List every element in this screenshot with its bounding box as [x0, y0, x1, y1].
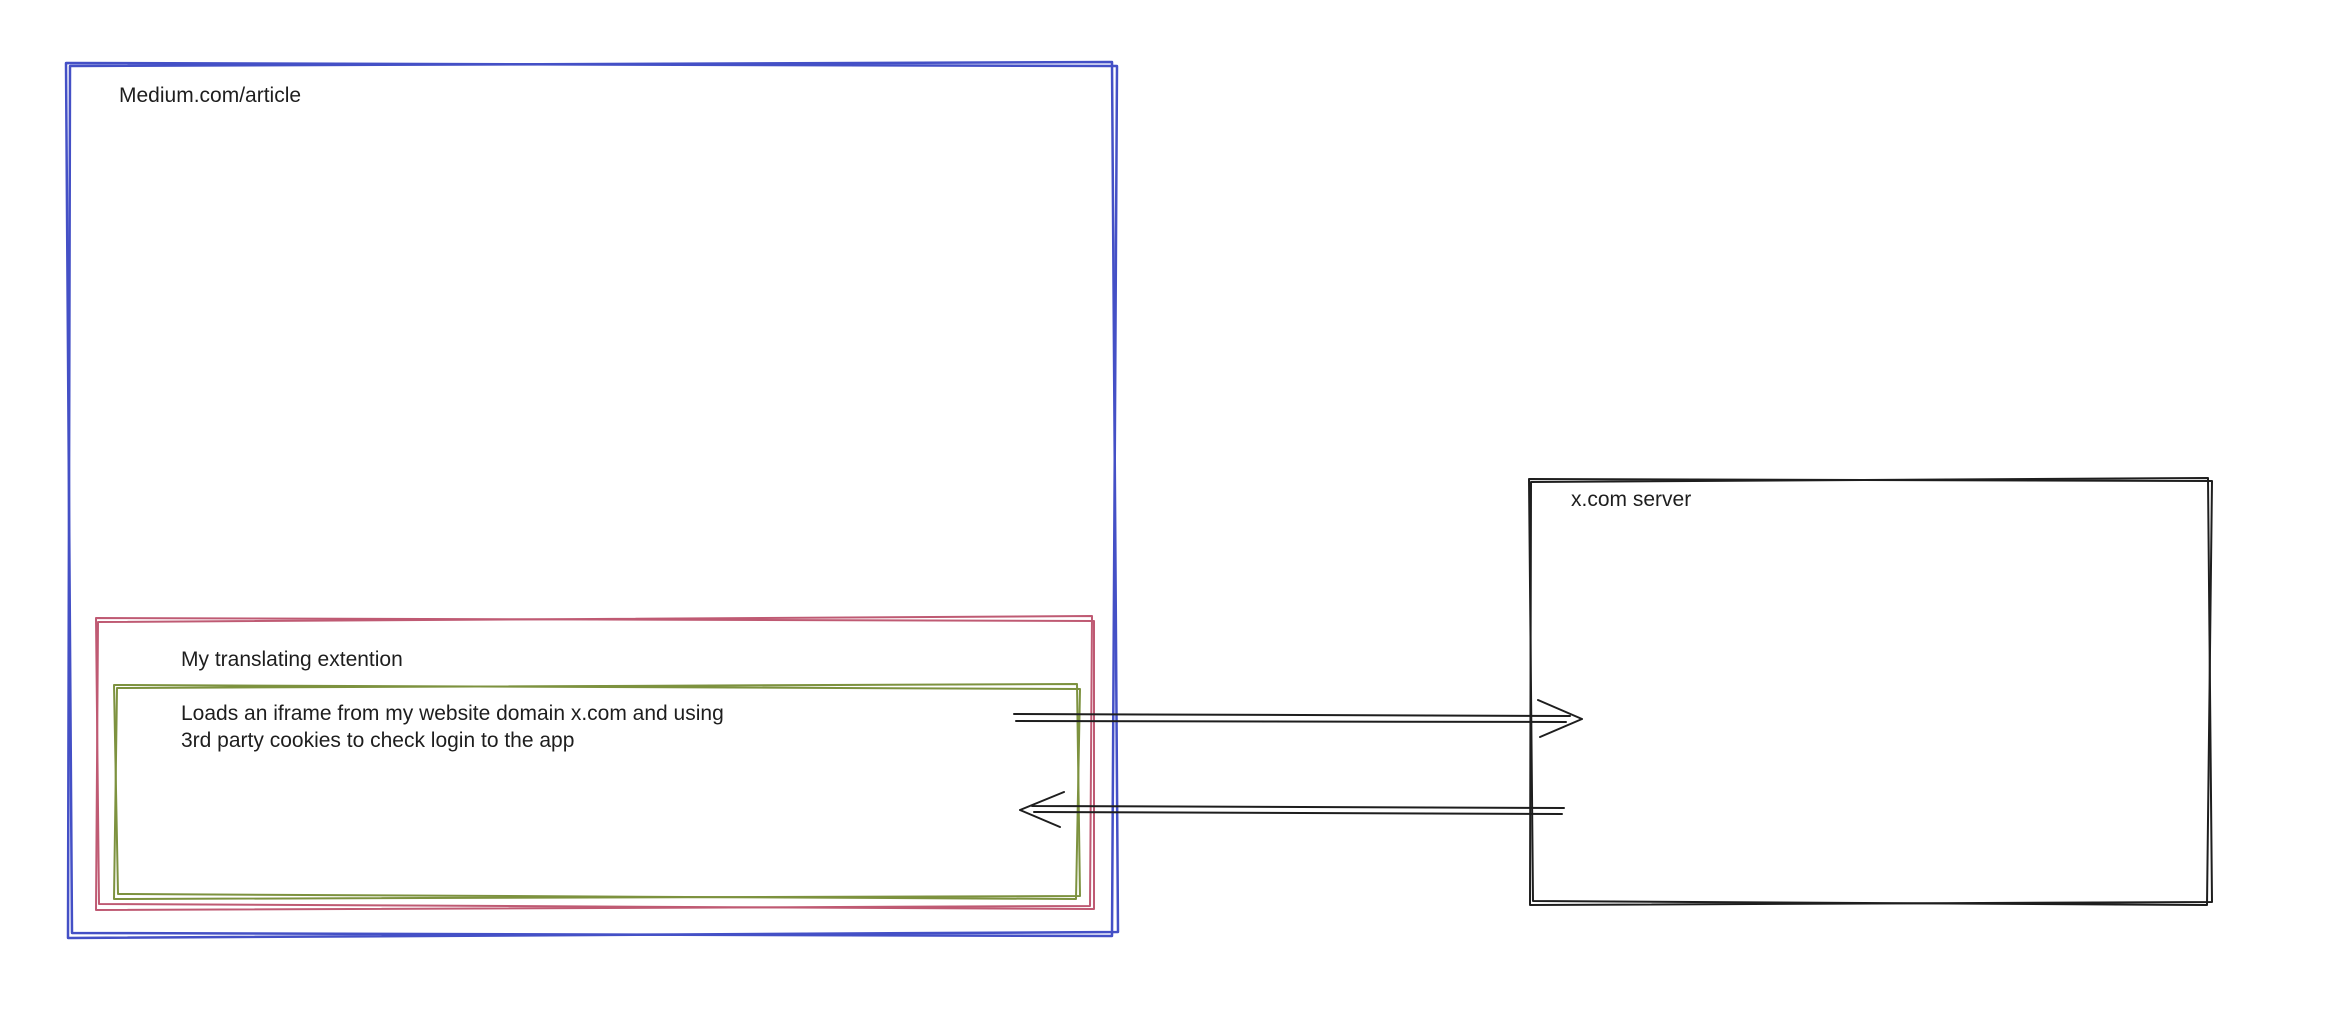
iframe-box-text: Loads an iframe from my website domain x… [181, 700, 724, 754]
medium-box-label: Medium.com/article [119, 84, 302, 107]
server-box-outline-2 [1528, 478, 2213, 906]
iframe-box-outline [113, 683, 1081, 900]
iframe-box-outline-2 [113, 684, 1081, 900]
server-box-outline [1529, 477, 2213, 906]
extension-box-outline-2 [95, 617, 1095, 910]
medium-box-outline-2 [64, 61, 1119, 938]
iframe-box-text-line1: Loads an iframe from my website domain x… [181, 702, 724, 725]
server-box-label: x.com server [1571, 488, 1692, 511]
extension-box-label: My translating extention [181, 648, 403, 671]
medium-box-outline [66, 60, 1120, 940]
extension-box-outline [95, 615, 1093, 911]
iframe-box-text-line2: 3rd party cookies to check login to the … [181, 729, 575, 752]
response-arrow [1019, 791, 1565, 828]
request-arrow [1013, 699, 1583, 738]
